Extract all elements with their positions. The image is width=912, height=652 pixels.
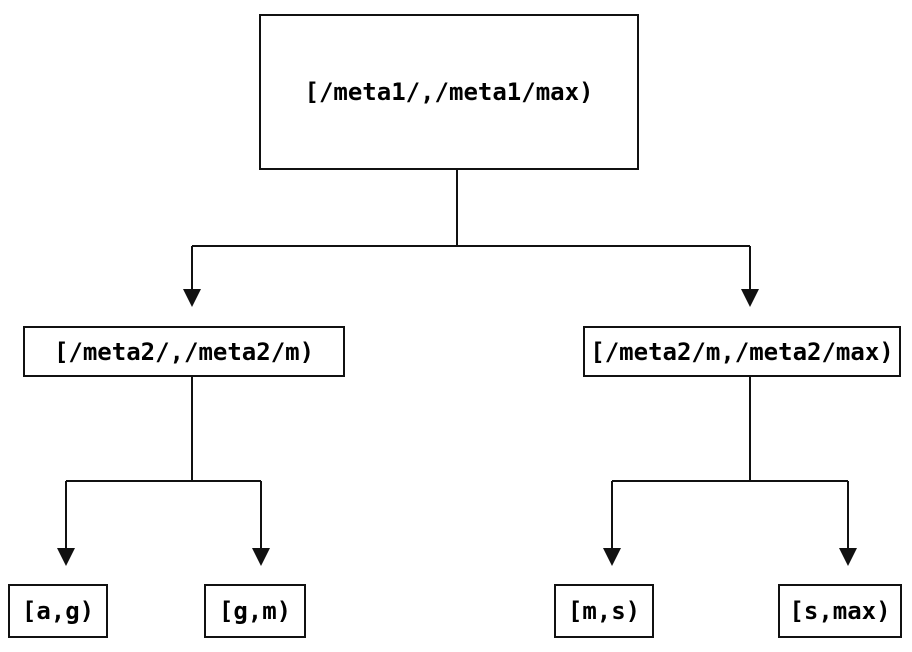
arrowhead-to-leaf-ag [57, 548, 75, 566]
node-leaf-g-m: [g,m) [204, 584, 306, 638]
node-meta2-left-interval: [/meta2/,/meta2/m) [23, 326, 345, 377]
node-meta2-right-interval: [/meta2/m,/meta2/max) [583, 326, 901, 377]
arrowhead-to-leaf-ms [603, 548, 621, 566]
arrowhead-to-l2-right [741, 289, 759, 307]
arrowhead-to-leaf-smax [839, 548, 857, 566]
arrowhead-to-leaf-gm [252, 548, 270, 566]
node-leaf-s-max: [s,max) [778, 584, 902, 638]
arrowhead-to-l2-left [183, 289, 201, 307]
node-root-interval: [/meta1/,/meta1/max) [259, 14, 639, 170]
node-leaf-m-s: [m,s) [554, 584, 654, 638]
node-leaf-a-g: [a,g) [8, 584, 108, 638]
